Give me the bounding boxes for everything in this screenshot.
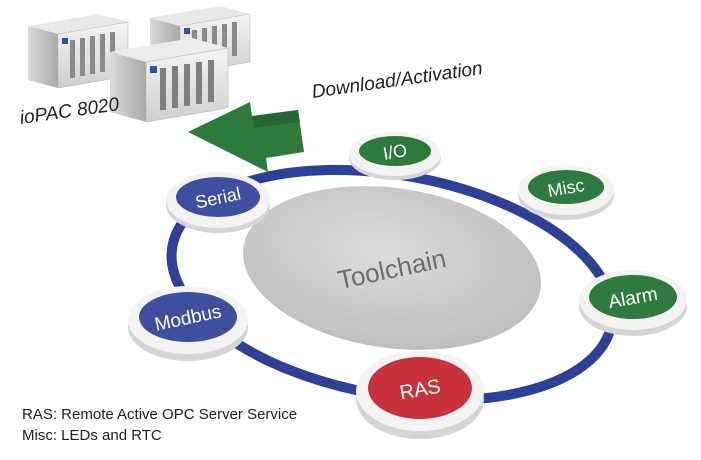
node-modbus-disc [139, 292, 237, 342]
node-serial: Serial [166, 172, 270, 233]
node-ras-disc [368, 357, 472, 419]
node-io: I/O [349, 132, 441, 180]
node-ras: RAS [356, 351, 484, 439]
node-alarm-disc [589, 275, 677, 319]
toolchain-hub [243, 186, 541, 350]
footnotes: RAS: Remote Active OPC Server Service Mi… [22, 404, 297, 446]
node-serial-disc [176, 177, 260, 217]
iopac-devices-illustration [28, 6, 251, 123]
node-alarm: Alarm [579, 270, 687, 336]
node-misc: Misc [518, 165, 614, 220]
footnote-misc: Misc: LEDs and RTC [22, 427, 162, 444]
footnote-ras: RAS: Remote Active OPC Server Service [22, 406, 298, 423]
node-io-label: I/O [381, 140, 408, 164]
node-io-disc [359, 136, 431, 166]
node-modbus: Modbus [128, 286, 248, 361]
node-misc-disc [528, 170, 604, 204]
